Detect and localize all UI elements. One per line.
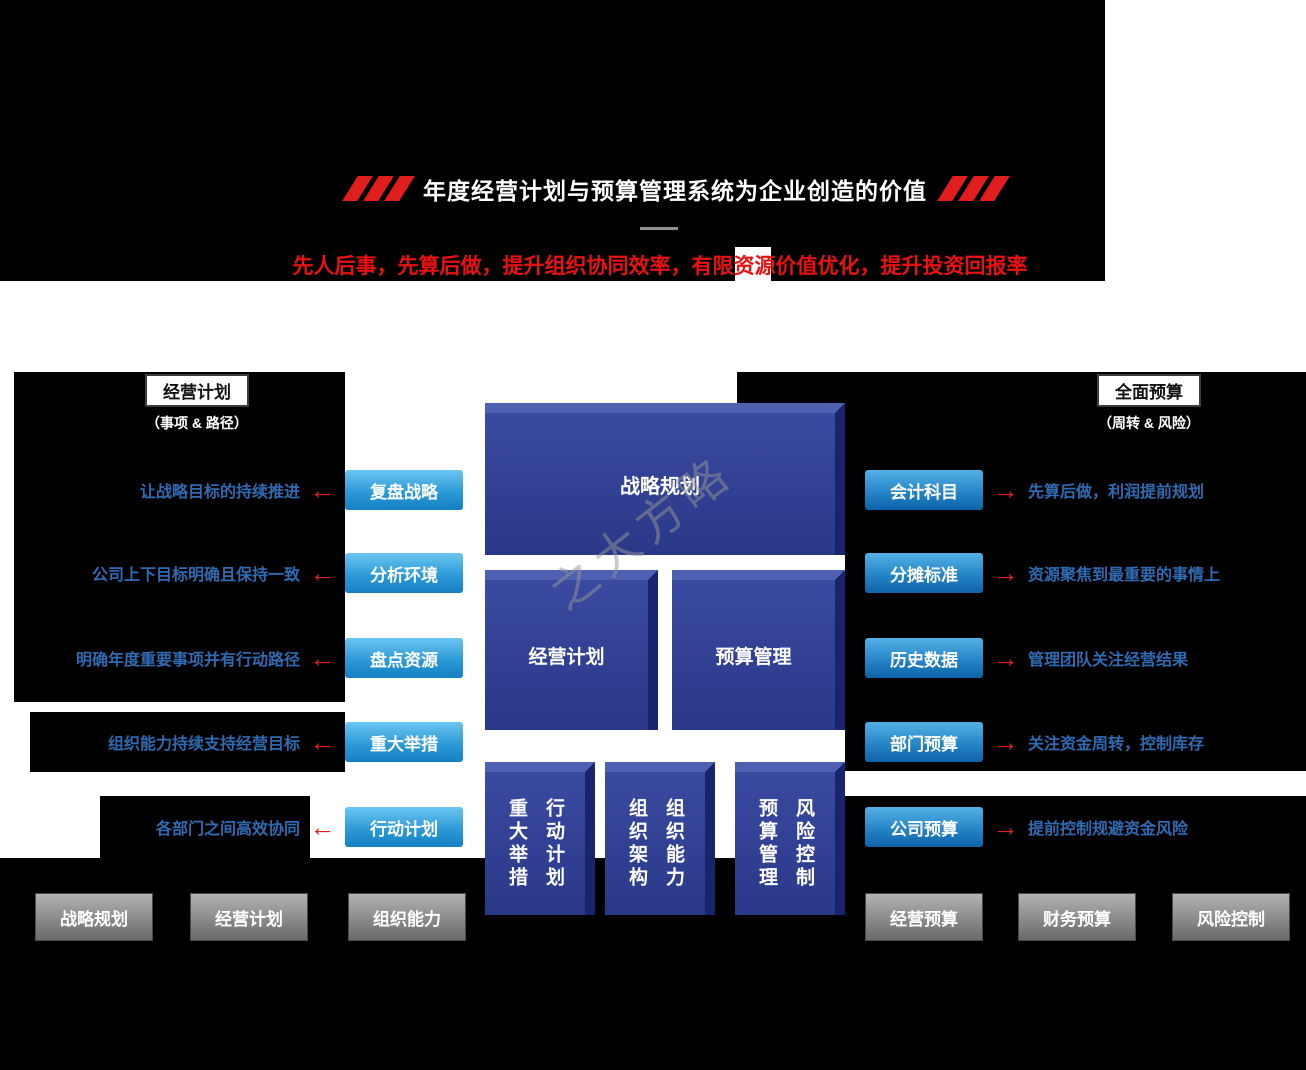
left-row: 组织能力持续支持经营目标 ← 重大举措 bbox=[14, 722, 463, 762]
left-step-button: 盘点资源 bbox=[345, 638, 463, 678]
title-divider bbox=[640, 227, 678, 230]
footer-box-org: 组织能力 bbox=[348, 893, 466, 941]
left-row: 公司上下目标明确且保持一致 ← 分析环境 bbox=[14, 553, 463, 593]
page-title: 年度经营计划与预算管理系统为企业创造的价值 bbox=[423, 178, 927, 204]
left-step-button: 行动计划 bbox=[345, 807, 463, 847]
arrow-left-icon: ← bbox=[309, 812, 336, 842]
right-section-label: 全面预算 bbox=[1097, 374, 1201, 407]
pillar-col: 风险控制 bbox=[793, 797, 814, 890]
left-panel-background-3 bbox=[100, 796, 310, 858]
left-panel-background bbox=[14, 372, 345, 702]
top-banner-background bbox=[0, 0, 1105, 281]
arrow-right-icon: → bbox=[992, 643, 1019, 673]
center-top-background bbox=[737, 372, 845, 405]
left-row: 明确年度重要事项并有行动路径 ← 盘点资源 bbox=[14, 638, 463, 678]
footer-box-operating-budget: 经营预算 bbox=[865, 893, 983, 941]
arrow-right-icon: → bbox=[992, 727, 1019, 757]
right-section-header: 全面预算 （周转 & 风险） bbox=[1069, 374, 1229, 433]
arrow-right-icon: → bbox=[992, 558, 1019, 588]
right-row: 会计科目 → 先算后做，利润提前规划 bbox=[865, 470, 1306, 510]
budget-management-label: 预算管理 bbox=[715, 646, 792, 668]
pillar-col: 预算管理 bbox=[756, 797, 777, 890]
right-row: 部门预算 → 关注资金周转，控制库存 bbox=[865, 722, 1306, 762]
right-step-button: 部门预算 bbox=[865, 722, 983, 762]
right-step-button: 会计科目 bbox=[865, 470, 983, 510]
right-benefit-text: 资源聚焦到最重要的事情上 bbox=[1028, 567, 1221, 584]
footer-box-financial-budget: 财务预算 bbox=[1018, 893, 1136, 941]
left-benefit-text: 组织能力持续支持经营目标 bbox=[107, 736, 300, 753]
footer-box-strategy: 战略规划 bbox=[35, 893, 153, 941]
right-benefit-text: 管理团队关注经营结果 bbox=[1028, 652, 1189, 669]
right-benefit-text: 先算后做，利润提前规划 bbox=[1028, 484, 1205, 501]
budget-management-box: 预算管理 bbox=[672, 570, 845, 730]
right-section-sublabel: （周转 & 风险） bbox=[1098, 415, 1200, 431]
right-row: 分摊标准 → 资源聚焦到最重要的事情上 bbox=[865, 553, 1306, 593]
left-step-button: 复盘战略 bbox=[345, 470, 463, 510]
pillar-box-organization: 组织架构 组织能力 bbox=[605, 762, 715, 915]
left-row: 让战略目标的持续推进 ← 复盘战略 bbox=[14, 470, 463, 510]
pillar-col: 组织架构 bbox=[626, 797, 647, 890]
footer-box-plan: 经营计划 bbox=[190, 893, 308, 941]
business-plan-label: 经营计划 bbox=[528, 646, 605, 668]
value-subtitle: 先人后事，先算后做，提升组织协同效率，有限资源价值优化，提升投资回报率 bbox=[292, 255, 1028, 278]
arrow-right-icon: → bbox=[992, 475, 1019, 505]
subtitle-highlight-chip bbox=[735, 247, 771, 281]
right-step-button: 公司预算 bbox=[865, 807, 983, 847]
footer-box-risk-control: 风险控制 bbox=[1172, 893, 1290, 941]
right-row: 历史数据 → 管理团队关注经营结果 bbox=[865, 638, 1306, 678]
left-benefit-text: 公司上下目标明确且保持一致 bbox=[91, 567, 300, 584]
arrow-left-icon: ← bbox=[309, 643, 336, 673]
right-step-button: 分摊标准 bbox=[865, 553, 983, 593]
business-plan-box: 经营计划 bbox=[485, 570, 658, 730]
left-step-button: 重大举措 bbox=[345, 722, 463, 762]
pillar-box-initiatives: 重大举措 行动计划 bbox=[485, 762, 595, 915]
left-step-button: 分析环境 bbox=[345, 553, 463, 593]
left-benefit-text: 各部门之间高效协同 bbox=[155, 821, 300, 838]
left-section-header: 经营计划 （事项 & 路径） bbox=[117, 374, 277, 433]
arrow-left-icon: ← bbox=[309, 558, 336, 588]
left-section-label: 经营计划 bbox=[145, 374, 249, 407]
arrow-left-icon: ← bbox=[309, 475, 336, 505]
left-benefit-text: 明确年度重要事项并有行动路径 bbox=[75, 652, 300, 669]
arrow-left-icon: ← bbox=[309, 727, 336, 757]
pillar-col: 组织能力 bbox=[663, 797, 684, 890]
left-panel-background-2 bbox=[30, 712, 345, 772]
left-benefit-text: 让战略目标的持续推进 bbox=[139, 484, 300, 501]
left-row: 各部门之间高效协同 ← 行动计划 bbox=[14, 807, 463, 847]
strategy-planning-label: 战略规划 bbox=[620, 475, 700, 498]
pillar-col: 行动计划 bbox=[543, 797, 564, 890]
right-benefit-text: 提前控制规避资金风险 bbox=[1028, 821, 1189, 838]
right-benefit-text: 关注资金周转，控制库存 bbox=[1028, 736, 1205, 753]
left-section-sublabel: （事项 & 路径） bbox=[146, 415, 248, 431]
right-step-button: 历史数据 bbox=[865, 638, 983, 678]
pillar-box-budget-risk: 预算管理 风险控制 bbox=[735, 762, 845, 915]
pillar-col: 重大举措 bbox=[506, 797, 527, 890]
strategy-planning-box: 战略规划 bbox=[485, 403, 845, 555]
right-row: 公司预算 → 提前控制规避资金风险 bbox=[865, 807, 1306, 847]
arrow-right-icon: → bbox=[992, 812, 1019, 842]
